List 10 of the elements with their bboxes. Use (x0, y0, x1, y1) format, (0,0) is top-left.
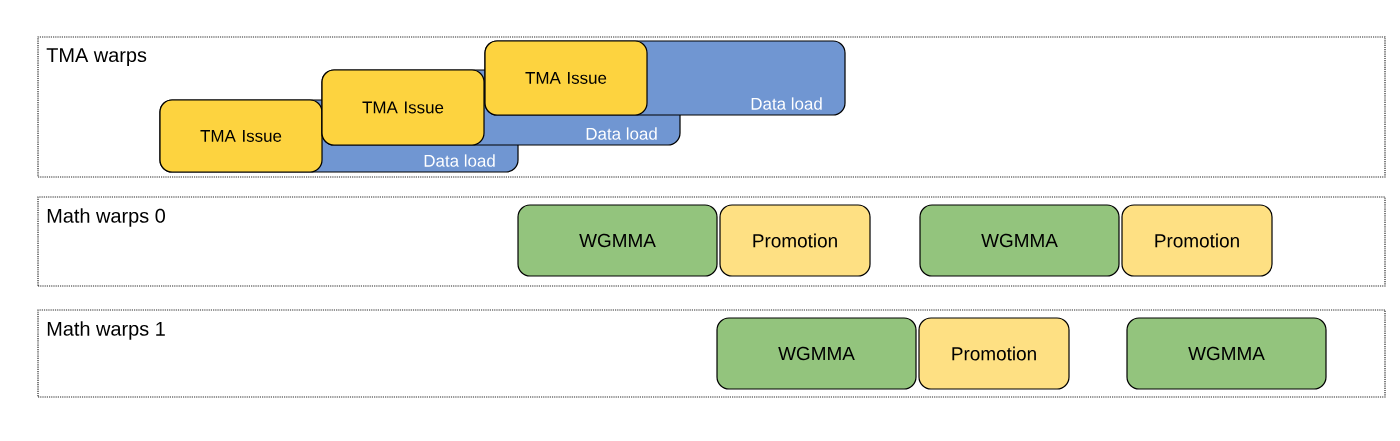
promotion-box: Promotion (918, 317, 1070, 390)
tma-issue-box: TMA Issue (321, 69, 485, 146)
promotion-box: Promotion (719, 204, 871, 277)
tma-issue-box: TMA Issue (484, 40, 648, 116)
wgmma-box: WGMMA (1126, 317, 1327, 390)
wgmma-box: WGMMA (716, 317, 917, 390)
wgmma-box: WGMMA (517, 204, 718, 277)
tma-issue-box: TMA Issue (159, 99, 323, 173)
promotion-box: Promotion (1121, 204, 1273, 277)
wgmma-box: WGMMA (919, 204, 1120, 277)
